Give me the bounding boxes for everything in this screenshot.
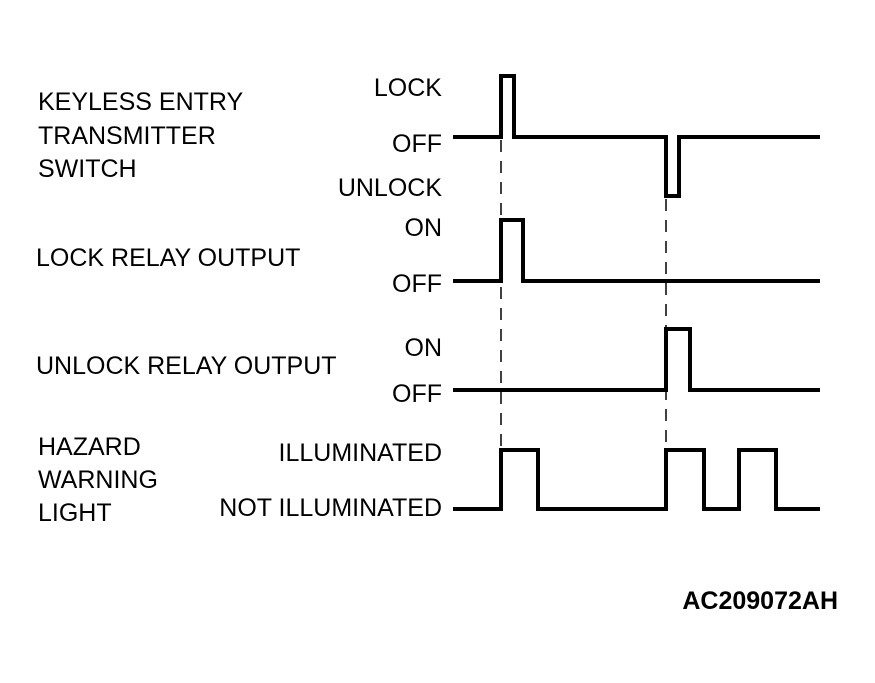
transmitter-name-line-2: TRANSMITTER [38,122,216,150]
hazard-waveform [453,448,820,511]
hazard-name-line-1: HAZARD [38,433,141,461]
hazard-level-illuminated: ILLUMINATED [279,439,442,467]
reference-code: AC209072AH [682,587,838,615]
hazard-level-not-illuminated: NOT ILLUMINATED [219,494,442,522]
lock-relay-level-on: ON [405,214,443,242]
unlock-relay-level-off: OFF [392,380,442,408]
unlock-relay-waveform [453,327,820,392]
hazard-name-line-3: LIGHT [38,499,112,527]
hazard-signal-name: HAZARD WARNING LIGHT [38,433,158,527]
transmitter-level-off: OFF [392,130,442,158]
lock-relay-signal-name: LOCK RELAY OUTPUT [36,244,300,272]
transmitter-name-line-1: KEYLESS ENTRY [38,88,244,116]
unlock-relay-level-on: ON [405,334,443,362]
hazard-name-line-2: WARNING [38,466,158,494]
lock-relay-waveform [453,218,820,283]
lock-relay-level-off: OFF [392,270,442,298]
transmitter-waveform [453,74,820,198]
transmitter-level-unlock: UNLOCK [338,174,443,202]
transmitter-level-lock: LOCK [374,74,442,102]
transmitter-name-line-3: SWITCH [38,155,137,183]
unlock-relay-signal-name: UNLOCK RELAY OUTPUT [36,352,337,380]
transmitter-signal-name: KEYLESS ENTRY TRANSMITTER SWITCH [38,88,244,183]
